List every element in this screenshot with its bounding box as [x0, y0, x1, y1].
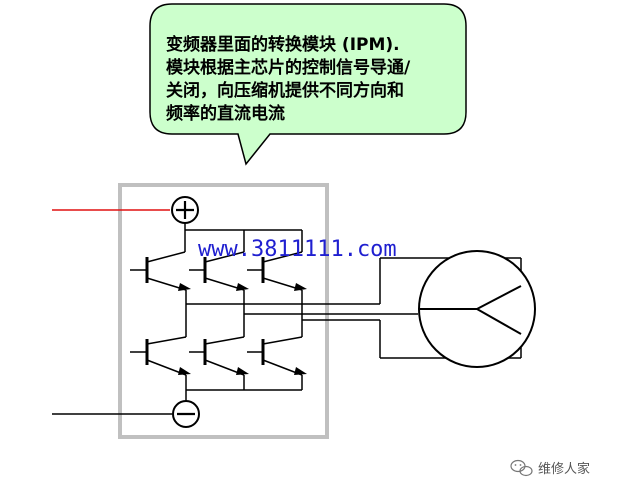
transistor-lower-1	[130, 336, 191, 376]
compressor-motor	[418, 250, 536, 368]
website-watermark: www.3811111.com	[198, 237, 397, 262]
transistor-upper-2	[189, 251, 249, 291]
footer-label: 维修人家	[538, 461, 590, 477]
positive-terminal	[171, 196, 199, 224]
transistor-upper-3	[247, 251, 307, 291]
callout-line-4: 频率的直流电流	[166, 103, 285, 124]
ipm-module-frame	[118, 183, 329, 439]
callout-line-1: 变频器里面的转换模块 (IPM).	[166, 34, 400, 55]
dc-bus-top	[184, 223, 303, 252]
callout-line-2: 模块根据主芯片的控制信号导通/	[166, 57, 411, 78]
callout-line-3: 关闭，向压缩机提供不同方向和	[166, 80, 404, 101]
transistor-upper-1	[130, 251, 191, 291]
dc-bus-bottom	[185, 375, 303, 401]
transistor-lower-3	[247, 336, 307, 376]
callout-bubble	[149, 3, 467, 166]
negative-terminal	[172, 400, 200, 428]
transistor-lower-2	[189, 336, 249, 376]
wechat-icon	[510, 459, 533, 477]
footer-watermark: 维修人家	[510, 459, 590, 477]
callout: 变频器里面的转换模块 (IPM). 模块根据主芯片的控制信号导通/ 关闭，向压缩…	[149, 3, 467, 166]
